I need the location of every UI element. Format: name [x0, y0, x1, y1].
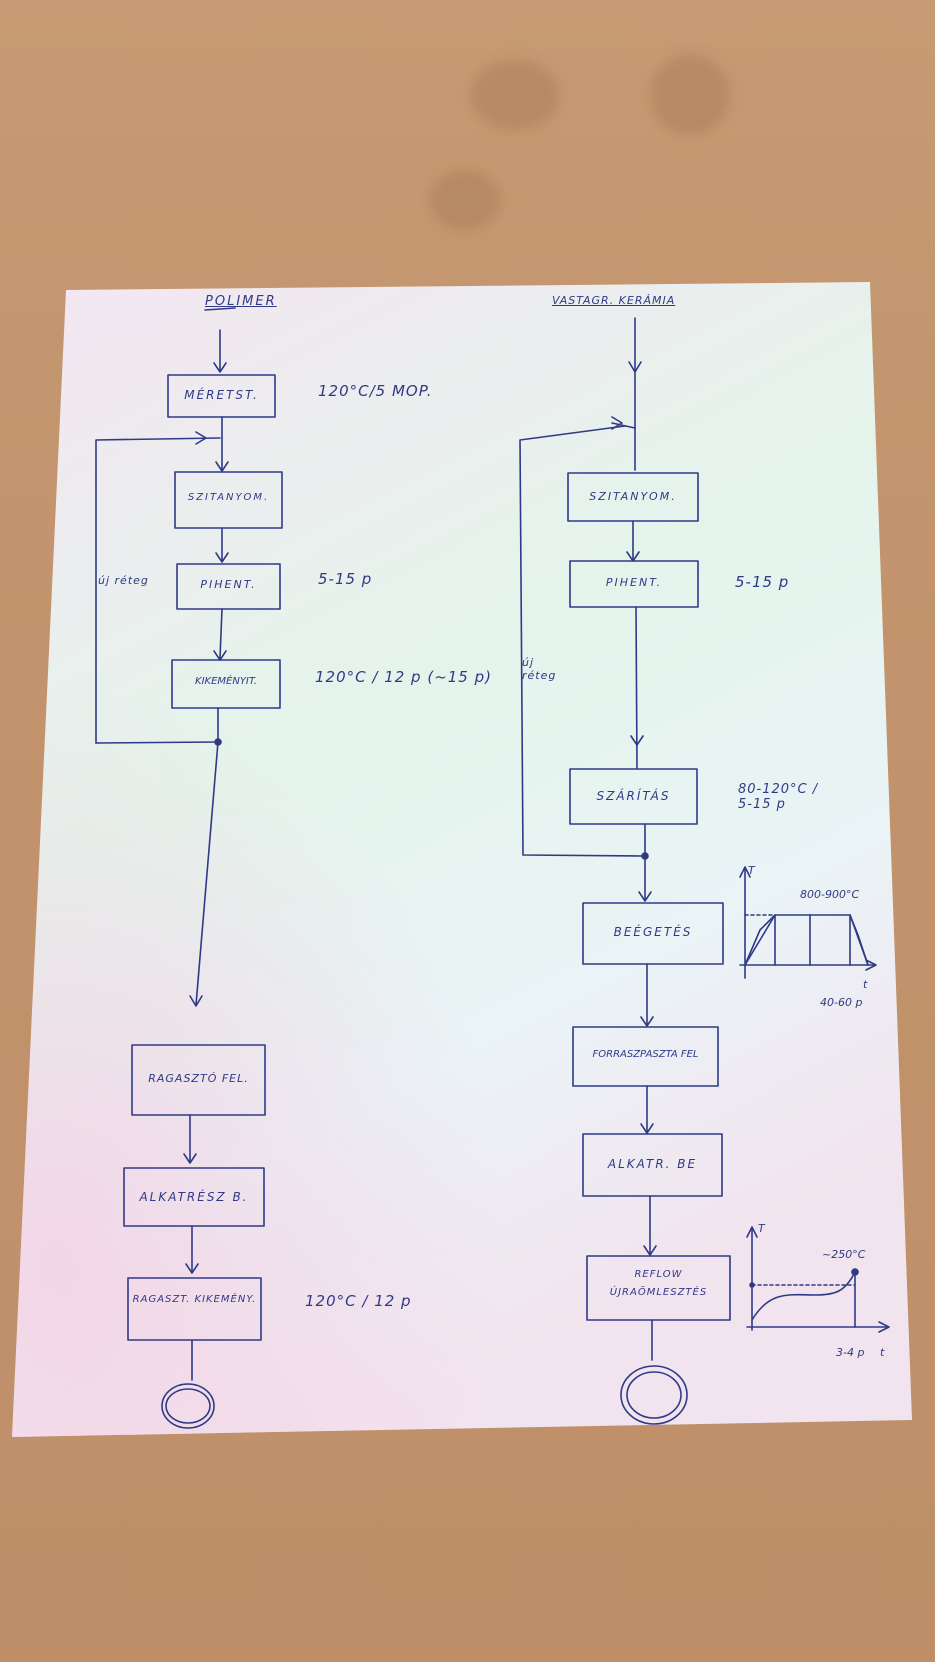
step-ragaszto-fel: RAGASZTÓ FEL. — [148, 1072, 249, 1085]
note-kikemenyit: 120°C / 12 p (~15 p) — [315, 668, 492, 686]
step-pihent-right: PIHENT. — [605, 576, 663, 589]
step-szitanyom-right: SZITANYOM. — [589, 490, 677, 503]
right-title: VASTAGR. KERÁMIA — [552, 294, 676, 307]
step-forraszpaszta: FORRASZPASZTA FEL — [592, 1049, 699, 1060]
step-pihent-left: PIHENT. — [200, 578, 257, 591]
right-flow-lines — [519, 317, 890, 1425]
reflow-graph-x-label: t — [880, 1346, 886, 1359]
reflow-graph-temp: ~250°C — [822, 1248, 866, 1261]
loop-label-right: új réteg — [522, 656, 557, 682]
note-ragaszt-kikemeny: 120°C / 12 p — [305, 1292, 412, 1310]
note-pihent-left: 5-15 p — [318, 570, 373, 588]
step-szitanyom-left: SZITANYOM. — [187, 492, 270, 503]
step-alkatr-be: ALKATR. BE — [607, 1157, 698, 1171]
step-kikemenyit: KIKEMÉNYIT. — [195, 676, 257, 687]
step-szaritas: SZÁRÍTÁS — [596, 789, 671, 803]
firing-graph-time: 40-60 p — [820, 996, 863, 1009]
firing-graph-temp: 800-900°C — [800, 888, 860, 901]
reflow-graph-time: 3-4 p — [836, 1346, 865, 1359]
step-reflow: REFLOW ÚJRAÖMLESZTÉS — [609, 1269, 708, 1298]
step-ragaszt-kikemeny: RAGASZT. KIKEMÉNY. — [132, 1294, 257, 1305]
firing-graph-y-label: T — [748, 864, 756, 877]
left-title: POLIMER — [205, 294, 277, 309]
step-beegetes: BEÉGETÉS — [613, 925, 693, 939]
loop-label-left: új réteg — [98, 574, 149, 587]
left-flow-lines — [95, 307, 283, 1429]
note-pihent-right: 5-15 p — [735, 573, 790, 591]
reflow-graph-y-label: T — [758, 1222, 766, 1235]
firing-graph-x-label: t — [863, 978, 869, 991]
note-szaritas: 80-120°C / 5-15 p — [738, 782, 819, 812]
note-meretst: 120°C/5 MOP. — [318, 382, 433, 400]
step-alkatresz: ALKATRÉSZ B. — [139, 1190, 249, 1204]
step-meretst: MÉRETST. — [184, 388, 259, 402]
